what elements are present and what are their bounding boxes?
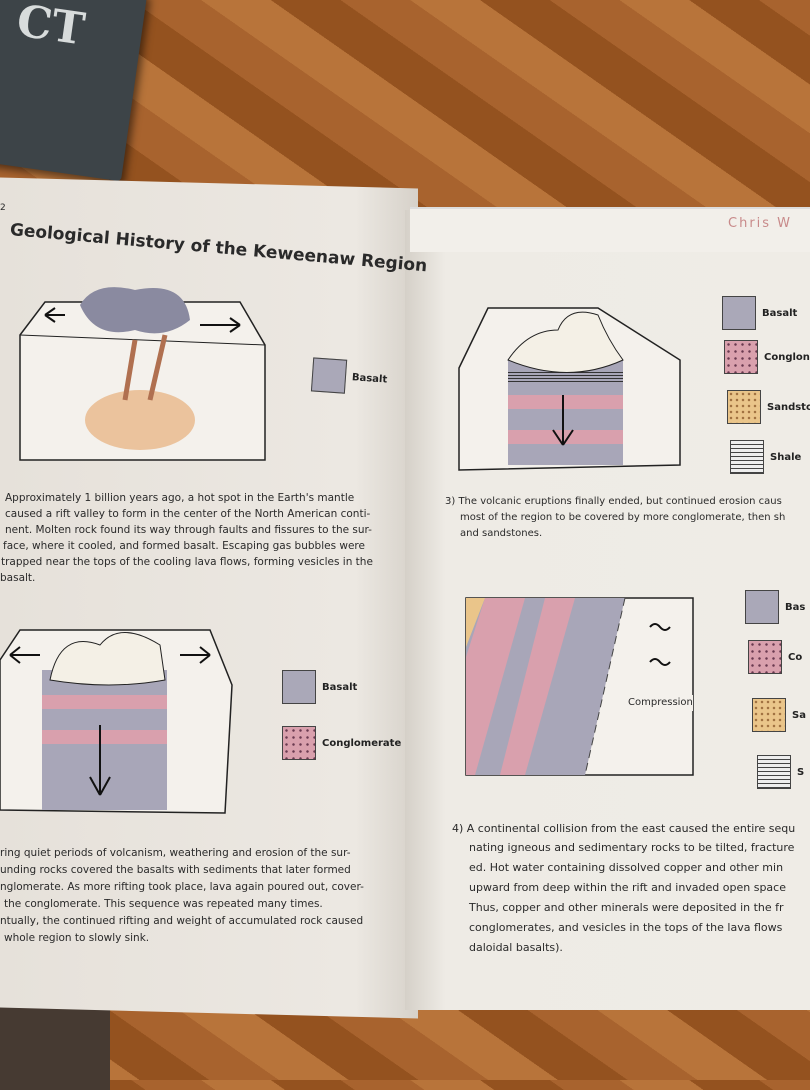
legend-item: Co bbox=[748, 640, 802, 674]
legend-label: S bbox=[797, 766, 805, 778]
handwritten-signature: Chris W bbox=[728, 216, 793, 231]
shale-swatch bbox=[730, 440, 764, 474]
page-number: 2 bbox=[0, 203, 6, 213]
basalt-swatch bbox=[310, 357, 348, 394]
background-book: CT bbox=[0, 0, 148, 182]
text-line: conglomerates, and vesicles in the tops … bbox=[469, 921, 783, 934]
figure-sediment-layers bbox=[458, 307, 681, 471]
text-line: unding rocks covered the basalts with se… bbox=[0, 864, 351, 876]
compression-label: Compression bbox=[628, 695, 693, 711]
legend-item: S bbox=[757, 755, 804, 789]
text-line: and sandstones. bbox=[460, 528, 543, 539]
legend-item: Conglomerate bbox=[282, 726, 401, 760]
text-line: nating igneous and sedimentary rocks to … bbox=[469, 841, 795, 854]
figure-rift-layers bbox=[0, 629, 233, 814]
text-line: ntually, the continued rifting and weigh… bbox=[0, 915, 364, 927]
shale-swatch bbox=[757, 755, 791, 789]
legend-item: Conglon bbox=[724, 340, 810, 374]
legend-label: Basalt bbox=[322, 681, 358, 693]
legend-label: Basalt bbox=[351, 371, 388, 386]
legend-label: Shale bbox=[770, 451, 802, 463]
sandstone-swatch bbox=[727, 390, 761, 424]
legend-label: Conglon bbox=[764, 351, 810, 363]
text-line: caused a rift valley to form in the cent… bbox=[5, 508, 371, 520]
text-line: ring quiet periods of volcanism, weather… bbox=[0, 847, 351, 859]
text-line: ed. Hot water containing dissolved coppe… bbox=[469, 861, 784, 874]
legend-label: Sandsto bbox=[767, 401, 810, 413]
text-line: Thus, copper and other minerals were dep… bbox=[469, 901, 784, 914]
conglomerate-swatch bbox=[282, 726, 316, 760]
basalt-swatch bbox=[282, 670, 316, 704]
text-line: trapped near the tops of the cooling lav… bbox=[1, 556, 373, 568]
figure-compression bbox=[465, 597, 694, 776]
text-line: most of the region to be covered by more… bbox=[460, 512, 786, 523]
text-line: daloidal basalts). bbox=[469, 941, 563, 954]
legend-label: Bas bbox=[785, 601, 806, 613]
inserted-sheet bbox=[410, 207, 810, 252]
background-book-lower bbox=[0, 1000, 110, 1090]
conglomerate-swatch bbox=[748, 640, 782, 674]
legend-item: Sa bbox=[752, 698, 806, 732]
legend-item: Basalt bbox=[310, 357, 388, 396]
legend-label: Co bbox=[788, 651, 803, 663]
legend-label: Conglomerate bbox=[322, 737, 402, 749]
legend-label: Sa bbox=[792, 709, 806, 721]
text-line: whole region to slowly sink. bbox=[4, 932, 150, 944]
legend-item: Shale bbox=[730, 440, 801, 474]
legend-item: Basalt bbox=[722, 296, 797, 330]
text-line: basalt. bbox=[0, 572, 36, 584]
legend-item: Basalt bbox=[282, 670, 357, 704]
text-line: Approximately 1 billion years ago, a hot… bbox=[5, 492, 355, 504]
legend-item: Sandsto bbox=[727, 390, 810, 424]
sandstone-swatch bbox=[752, 698, 786, 732]
text-line: the conglomerate. This sequence was repe… bbox=[4, 898, 323, 910]
basalt-swatch bbox=[722, 296, 756, 330]
basalt-swatch bbox=[745, 590, 779, 624]
text-line: 4) A continental collision from the east… bbox=[452, 822, 796, 835]
text-line: nglomerate. As more rifting took place, … bbox=[0, 881, 364, 893]
legend-item: Bas bbox=[745, 590, 805, 624]
text-line: 3) The volcanic eruptions finally ended,… bbox=[445, 496, 782, 507]
figure-rift-hotspot bbox=[19, 287, 266, 461]
text-line: nent. Molten rock found its way through … bbox=[5, 524, 372, 536]
book-cover-text: CT bbox=[13, 0, 88, 56]
conglomerate-swatch bbox=[724, 340, 758, 374]
text-line: face, where it cooled, and formed basalt… bbox=[3, 540, 365, 552]
text-line: upward from deep within the rift and inv… bbox=[469, 881, 786, 894]
legend-label: Basalt bbox=[762, 307, 798, 319]
